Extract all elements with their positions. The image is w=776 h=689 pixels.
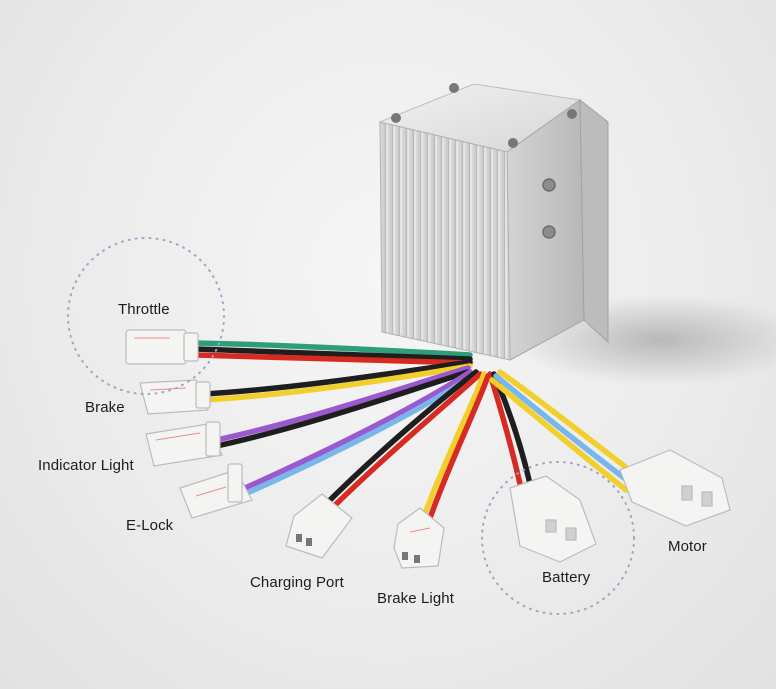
- throttle-connector-icon: [125, 329, 199, 365]
- charging-port-connector-icon: [285, 493, 353, 559]
- controller-housing: [378, 83, 609, 361]
- motor-label: Motor: [668, 538, 707, 555]
- charging-port-label: Charging Port: [250, 574, 344, 591]
- brake-connector-icon: [139, 379, 211, 415]
- screw-icon: [542, 225, 556, 239]
- brake-label: Brake: [85, 399, 125, 416]
- indicator-light-label: Indicator Light: [38, 457, 134, 474]
- screw-icon: [567, 109, 577, 119]
- e-lock-label: E-Lock: [126, 517, 174, 534]
- screw-icon: [508, 138, 518, 148]
- brake-light-connector-icon: [393, 507, 445, 569]
- battery-highlight-circle: [481, 461, 635, 615]
- indicator-light-connector-icon: [145, 421, 223, 467]
- motor-connector-icon: [619, 449, 731, 527]
- battery-label: Battery: [542, 569, 591, 586]
- screw-icon: [391, 113, 401, 123]
- throttle-highlight-circle: [67, 237, 225, 395]
- e-lock-connector-icon: [179, 463, 253, 519]
- screw-icon: [449, 83, 459, 93]
- brake-light-label: Brake Light: [377, 590, 454, 607]
- screw-icon: [542, 178, 556, 192]
- throttle-label: Throttle: [118, 301, 170, 318]
- wire-harness: [193, 340, 643, 521]
- battery-connector-icon: [509, 475, 597, 563]
